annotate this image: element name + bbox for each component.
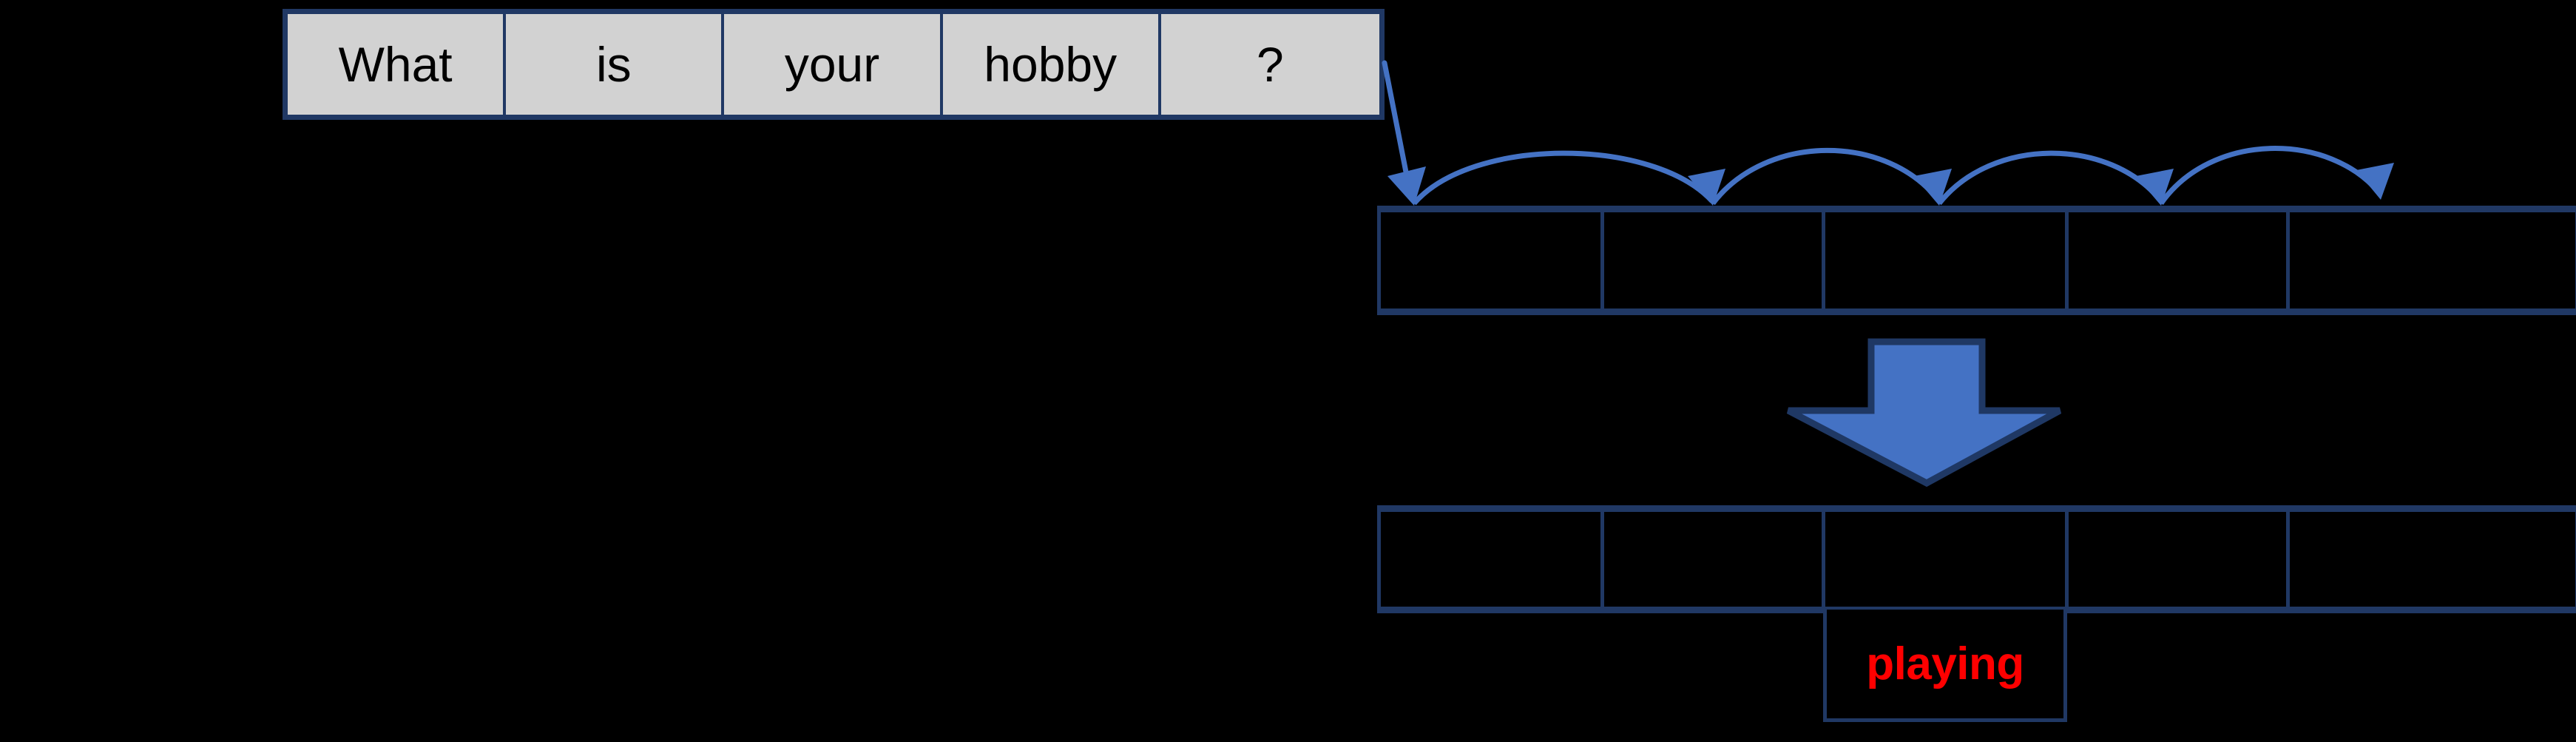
encoder-cell[interactable] [2069,212,2291,308]
decoder-blank-row [1377,505,2576,613]
input-to-encoder-connector [1382,60,1426,206]
encoder-cell[interactable] [1825,212,2069,308]
decoder-cell[interactable] [1381,512,1605,607]
input-token-cell[interactable]: What [288,14,507,115]
hop-arc-4 [2159,146,2394,206]
input-token-label: ? [1257,37,1284,92]
input-token-row: What is your hobby ? [283,9,1385,120]
input-token-label: hobby [984,37,1118,92]
encoder-cell[interactable] [2290,212,2576,308]
input-token-cell[interactable]: your [724,14,943,115]
predicted-word-label: playing [1866,638,2024,689]
encoder-cell[interactable] [1381,212,1605,308]
hop-arc-2 [1711,147,1952,206]
decoder-cell[interactable] [1604,512,1826,607]
decoder-cell[interactable] [2069,512,2291,607]
encoder-cell[interactable] [1604,212,1826,308]
input-token-label: is [595,37,632,92]
decoder-cell[interactable] [1825,512,2069,607]
hop-arc-3 [1937,150,2174,206]
encoder-to-decoder-block-arrow [1786,338,2062,488]
input-token-label: What [338,37,453,92]
input-token-cell[interactable]: is [506,14,725,115]
input-token-cell[interactable]: hobby [942,14,1161,115]
predicted-word-cell[interactable]: playing [1823,610,2067,722]
hop-arc-1 [1412,150,1725,206]
decoder-cell[interactable] [2290,512,2576,607]
input-token-cell[interactable]: ? [1160,14,1379,115]
encoder-blank-row [1377,206,2576,315]
input-token-label: your [784,37,880,92]
